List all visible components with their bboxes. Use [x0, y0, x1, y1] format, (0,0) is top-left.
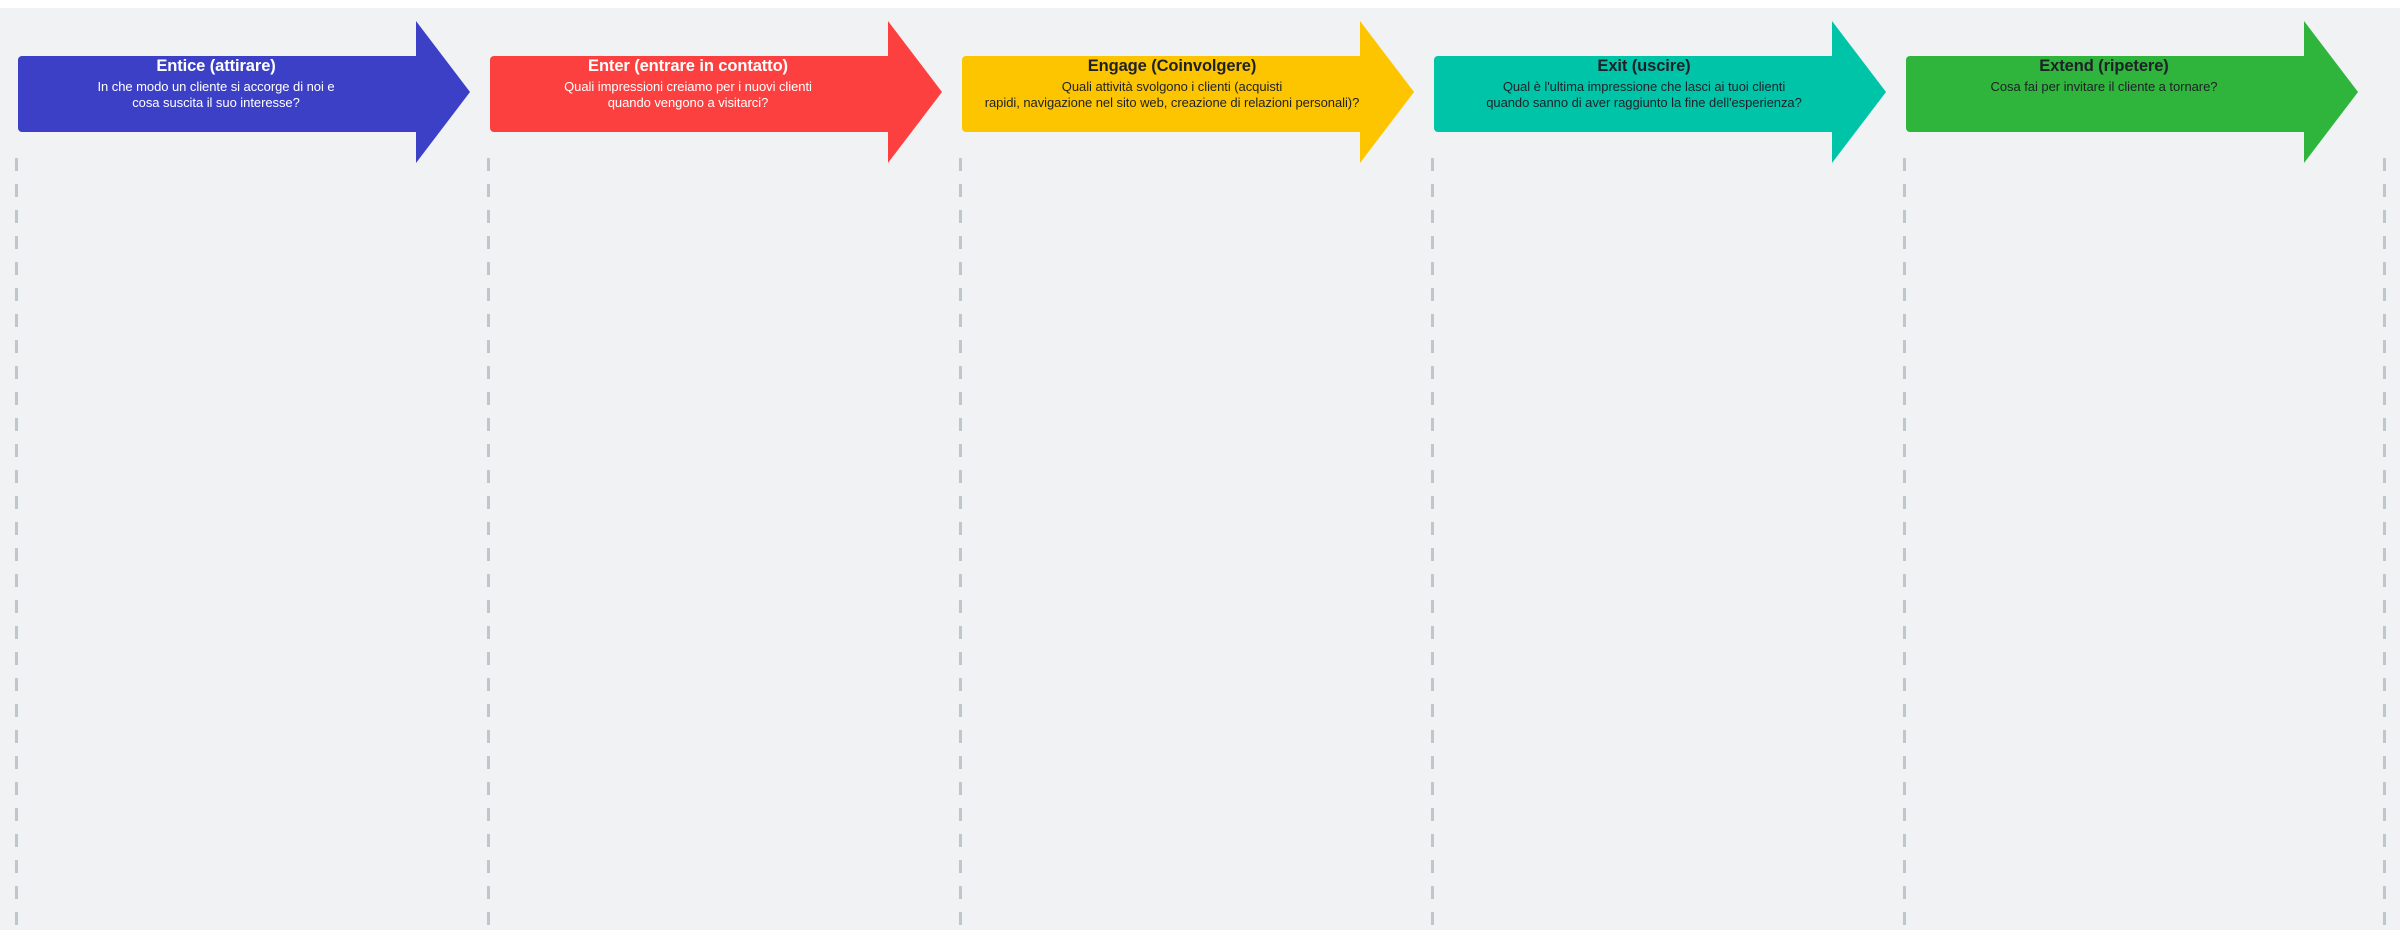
swimlane-divider-5: [2383, 158, 2386, 938]
stage-arrow-engage[interactable]: Engage (Coinvolgere)Quali attività svolg…: [962, 21, 1414, 163]
journey-board-canvas[interactable]: Entice (attirare)In che modo un cliente …: [0, 8, 2400, 938]
swimlane-divider-4: [1903, 158, 1906, 938]
arrow-head-enter: [888, 21, 942, 163]
arrow-shape-engage: [962, 21, 1414, 163]
arrow-head-extend: [2304, 21, 2358, 163]
arrow-tail-extend: [1906, 56, 2310, 132]
arrow-tail-entice: [18, 56, 422, 132]
stage-arrow-entice[interactable]: Entice (attirare)In che modo un cliente …: [18, 21, 470, 163]
stage-arrow-extend[interactable]: Extend (ripetere)Cosa fai per invitare i…: [1906, 21, 2358, 163]
swimlane-divider-2: [959, 158, 962, 938]
swimlane-divider-3: [1431, 158, 1434, 938]
arrow-head-entice: [416, 21, 470, 163]
arrow-head-engage: [1360, 21, 1414, 163]
swimlane-divider-1: [487, 158, 490, 938]
arrow-shape-entice: [18, 21, 470, 163]
stage-arrow-enter[interactable]: Enter (entrare in contatto)Quali impress…: [490, 21, 942, 163]
stage-arrow-exit[interactable]: Exit (uscire)Qual è l'ultima impressione…: [1434, 21, 1886, 163]
arrow-shape-enter: [490, 21, 942, 163]
arrow-shape-extend: [1906, 21, 2358, 163]
arrow-tail-engage: [962, 56, 1366, 132]
arrow-shape-exit: [1434, 21, 1886, 163]
arrow-head-exit: [1832, 21, 1886, 163]
arrow-tail-enter: [490, 56, 894, 132]
arrow-tail-exit: [1434, 56, 1838, 132]
swimlane-divider-0: [15, 158, 18, 938]
